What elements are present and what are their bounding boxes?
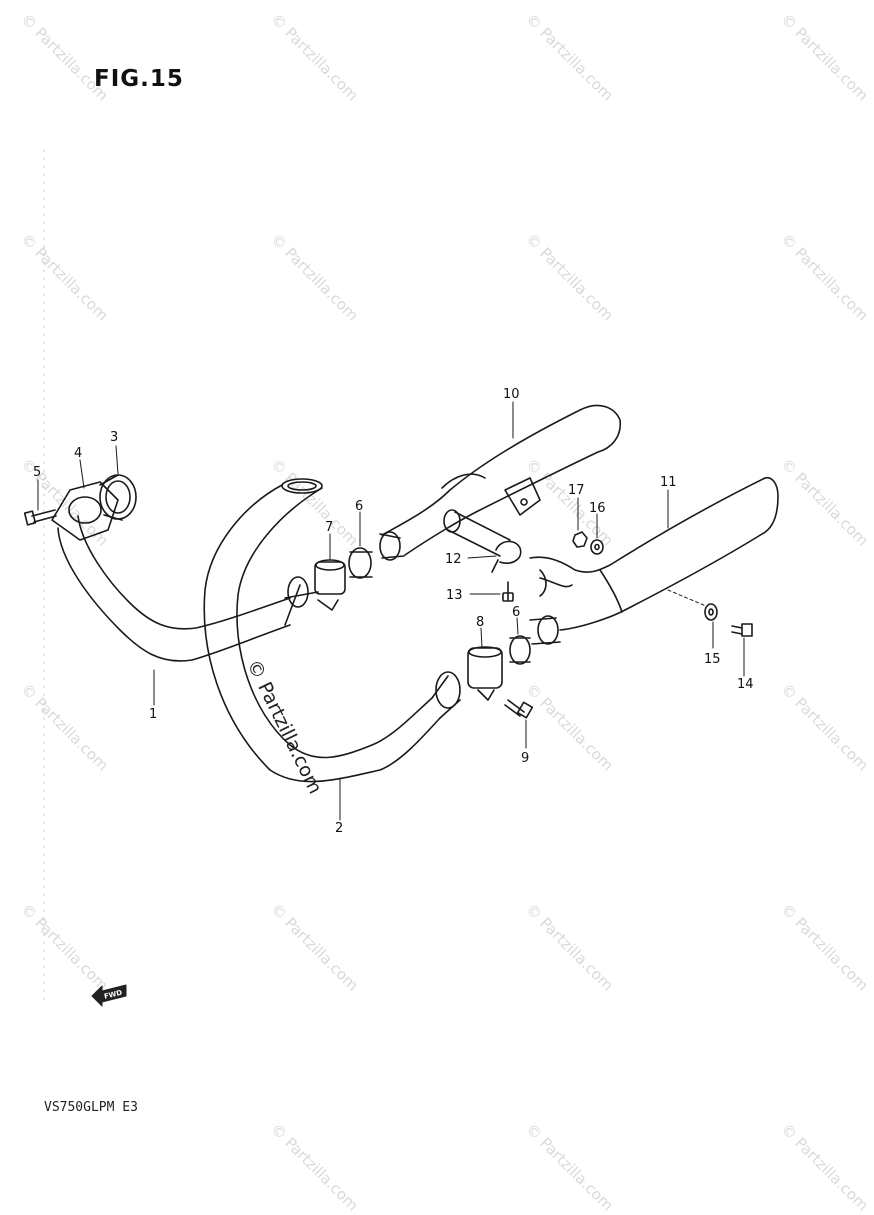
muffler-upper bbox=[379, 404, 622, 561]
callout-2: 2 bbox=[335, 821, 343, 836]
callout-17: 17 bbox=[568, 483, 585, 498]
exhaust-gasket bbox=[99, 474, 137, 521]
washer-15 bbox=[667, 589, 718, 621]
callout-7: 7 bbox=[325, 520, 333, 535]
bolt-9 bbox=[504, 699, 534, 719]
callout-3: 3 bbox=[110, 430, 118, 445]
callout-4: 4 bbox=[74, 446, 82, 461]
callout-16: 16 bbox=[589, 501, 606, 516]
connector-gasket-lower bbox=[509, 635, 531, 665]
fwd-arrow-icon bbox=[91, 984, 127, 1007]
callout-10: 10 bbox=[503, 387, 520, 402]
exhaust-flange bbox=[51, 481, 119, 541]
flange-bolt bbox=[23, 509, 57, 526]
connector-pipe-front bbox=[284, 576, 319, 626]
leader-lines bbox=[37, 401, 745, 821]
callout-numbers: 1 2 3 4 5 6 6 7 8 9 10 11 12 13 14 15 16… bbox=[33, 387, 754, 836]
callout-1: 1 bbox=[149, 707, 157, 722]
small-clamp bbox=[491, 540, 522, 573]
callout-15: 15 bbox=[704, 652, 721, 667]
washer-16 bbox=[590, 539, 604, 555]
connector-gasket-upper bbox=[348, 547, 373, 579]
bolt-14 bbox=[731, 623, 753, 637]
callout-13: 13 bbox=[446, 588, 463, 603]
exhaust-pipe-rear bbox=[203, 478, 441, 783]
clamp-front bbox=[314, 559, 346, 611]
bolt-13 bbox=[502, 581, 514, 602]
callout-14: 14 bbox=[737, 677, 754, 692]
callout-6-lower: 6 bbox=[512, 605, 520, 620]
nut-17 bbox=[572, 531, 588, 548]
clamp-rear bbox=[467, 646, 503, 701]
callout-11: 11 bbox=[660, 475, 677, 490]
callout-9: 9 bbox=[521, 751, 529, 766]
figure-title: FIG.15 bbox=[94, 66, 184, 92]
exhaust-pipe-front bbox=[57, 515, 291, 662]
model-code: VS750GLPM E3 bbox=[44, 1100, 138, 1115]
callout-12: 12 bbox=[445, 552, 462, 567]
callout-5: 5 bbox=[33, 465, 41, 480]
callout-8: 8 bbox=[476, 615, 484, 630]
callout-6-upper: 6 bbox=[355, 499, 363, 514]
muffler-lower bbox=[529, 476, 779, 645]
connector-pipe-rear bbox=[431, 671, 461, 719]
